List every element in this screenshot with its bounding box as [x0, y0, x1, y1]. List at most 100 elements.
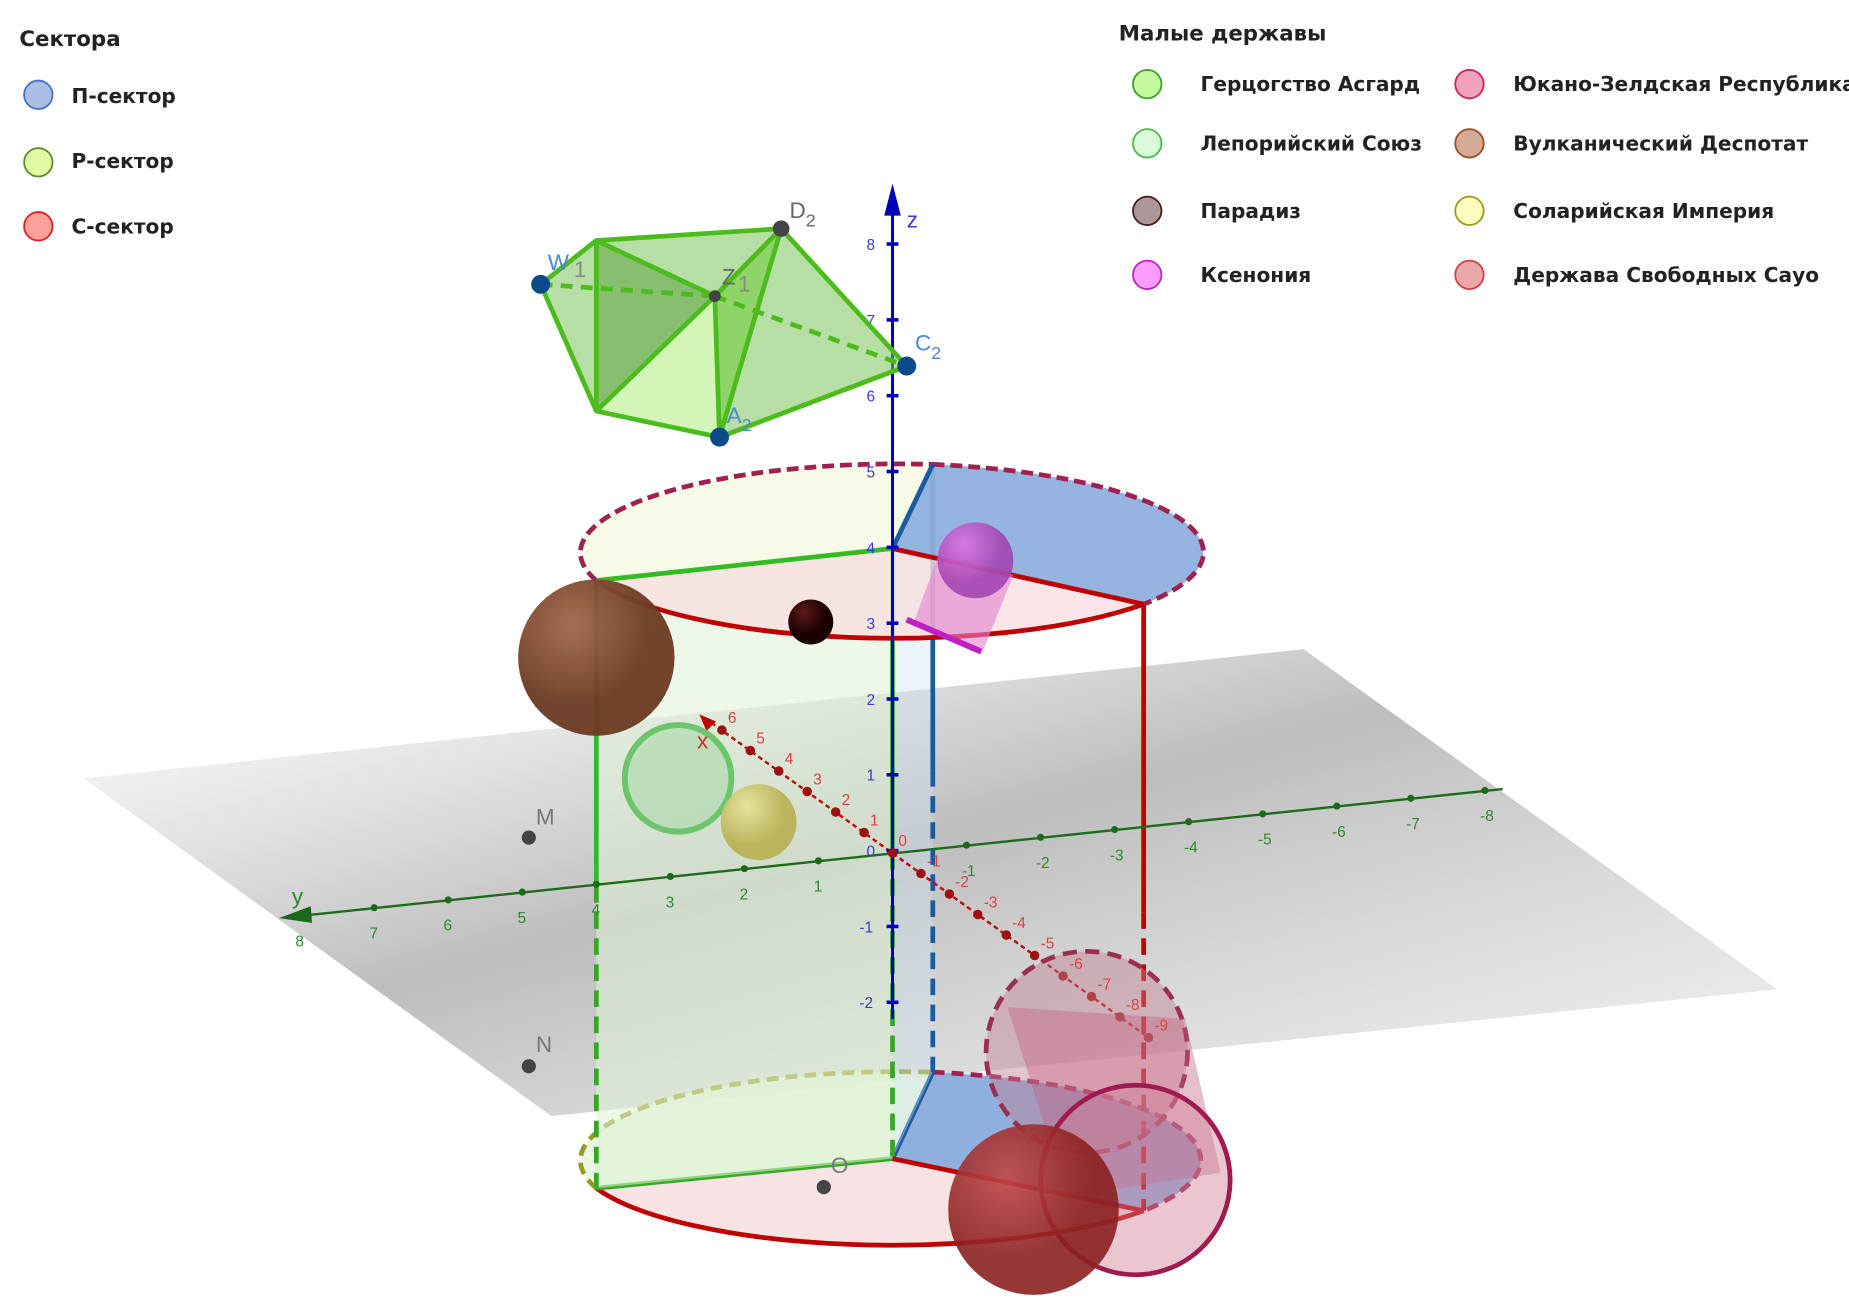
y-tick-label: -2 [1036, 855, 1050, 872]
point-n[interactable]: N [521, 1032, 552, 1074]
y-tick [592, 880, 600, 888]
y-tick-label: -8 [1480, 808, 1494, 825]
y-tick-label: 5 [518, 910, 527, 927]
x-tick-label: -3 [984, 894, 998, 911]
z-axis-label: z [907, 207, 918, 232]
y-tick [296, 911, 304, 920]
point-c2[interactable]: C2 [897, 331, 941, 376]
y-tick [1481, 786, 1489, 794]
x-tick [973, 909, 983, 920]
xenonia-edge [905, 616, 983, 655]
y-tick-label: -6 [1332, 824, 1346, 841]
sphere-red[interactable] [948, 1124, 1119, 1295]
x-tick-label: -5 [1041, 935, 1055, 952]
legend-label: Лепорийский Союз [1201, 131, 1422, 155]
point-o-label: O [831, 1153, 849, 1178]
sphere-leporian-union[interactable] [621, 722, 735, 835]
point-o[interactable]: O [816, 1153, 849, 1195]
legend-item-c-sector: С-сектор [23, 211, 174, 242]
y-tick-label: -3 [1110, 847, 1124, 864]
legend-label: Ксенония [1201, 263, 1312, 287]
legend-label: С-сектор [72, 214, 174, 238]
y-tick-label: 4 [592, 902, 601, 919]
point-c2-label: C2 [915, 331, 941, 363]
x-tick-label: -7 [1097, 976, 1111, 993]
y-tick [370, 904, 378, 912]
x-tick-label: 3 [813, 771, 822, 788]
legend-powers: Малые державы Герцогство АсгардЛепорийск… [1119, 21, 1849, 290]
legend-item: Парадиз [1132, 195, 1301, 226]
legend-item: Герцогство Асгард [1132, 69, 1421, 100]
point-a2[interactable]: A2 [710, 403, 752, 447]
y-tick [740, 865, 748, 873]
color-swatch-icon [23, 211, 54, 242]
legend-item: Соларийская Империя [1454, 195, 1774, 226]
x-tick-label: 5 [756, 730, 765, 747]
x-tick [944, 889, 955, 899]
legend-label: Держава Свободных Сауо [1513, 263, 1819, 287]
point-d2[interactable]: D2 [772, 198, 816, 237]
y-tick [963, 841, 971, 849]
x-tick [1115, 1012, 1125, 1022]
sphere-paradise[interactable] [788, 599, 834, 645]
z-tick-label: 2 [866, 692, 875, 709]
x-tick [859, 827, 869, 838]
legend-item: Вулканический Деспотат [1454, 128, 1808, 159]
x-tick-label: 0 [898, 833, 907, 850]
x-tick [774, 766, 784, 776]
y-tick-label: -7 [1406, 816, 1420, 833]
color-swatch-icon [1132, 69, 1163, 100]
x-axis [710, 721, 1157, 1044]
color-swatch-icon [1454, 69, 1485, 100]
y-tick-label: -4 [1184, 840, 1198, 857]
legend-item: Ксенония [1132, 259, 1312, 290]
x-tick [1029, 950, 1040, 961]
z-tick-label: 0 [866, 844, 875, 861]
x-tick-label: -2 [955, 874, 969, 891]
color-swatch-icon [23, 147, 54, 178]
legend-item-p-sector: П-сектор [23, 79, 176, 110]
y-tick-label: 2 [740, 886, 749, 903]
x-axis-arrow-icon [699, 714, 716, 731]
z-tick-label: -1 [859, 919, 873, 936]
color-swatch-icon [1132, 259, 1163, 290]
y-tick [666, 872, 674, 881]
y-tick [814, 857, 823, 865]
y-tick [1037, 833, 1045, 841]
color-swatch-icon [1454, 195, 1485, 226]
cylinder-top-base [578, 461, 1206, 641]
y-tick [1111, 825, 1119, 834]
legend-powers-title: Малые державы [1119, 21, 1327, 46]
legend-label: П-сектор [72, 84, 176, 108]
z-tick-label: 8 [866, 237, 875, 254]
x-tick-label: -8 [1126, 997, 1140, 1014]
color-swatch-icon [1132, 128, 1163, 159]
y-tick [518, 888, 526, 896]
y-tick-label: 8 [295, 933, 304, 950]
sphere-vulcan-despotate[interactable] [518, 579, 675, 736]
x-tick [1143, 1032, 1154, 1043]
legend-item-r-sector: Р-сектор [23, 147, 174, 178]
sphere-xenonia[interactable] [937, 522, 1014, 599]
legend-label: Герцогство Асгард [1201, 72, 1421, 96]
z-tick-label: 1 [866, 768, 875, 785]
legend-item: Лепорийский Союз [1132, 128, 1422, 159]
y-axis-arrow-icon [278, 906, 313, 923]
point-m[interactable]: M [521, 805, 555, 845]
legend-item: Юкано-Зелдская Республика [1454, 69, 1849, 100]
sphere-solarian-empire[interactable] [720, 784, 797, 861]
legend-label: Юкано-Зелдская Республика [1513, 72, 1849, 96]
x-tick-label: -1 [927, 853, 941, 870]
y-tick-label: -5 [1258, 832, 1272, 849]
z-tick-label: 7 [866, 313, 875, 330]
y-tick [1185, 818, 1193, 826]
axes [278, 183, 1503, 1044]
x-tick [830, 807, 841, 817]
legend-sectors: Сектора П-сектор Р-сектор С-сектор [19, 27, 176, 242]
